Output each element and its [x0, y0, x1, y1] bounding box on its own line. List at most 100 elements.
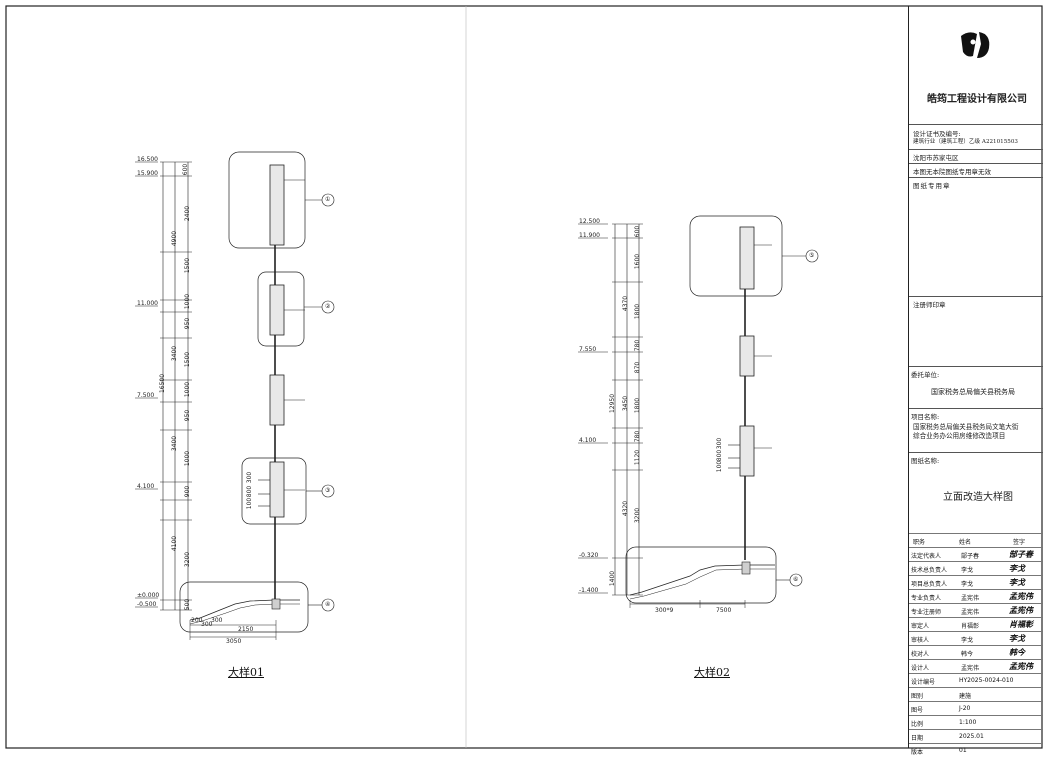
project-line-1: 国家税务总局偏关县税务局文笔大街 — [913, 423, 1019, 431]
signoff-name: 孟宪伟 — [961, 595, 980, 602]
elev-11000: 11.000 — [137, 300, 158, 307]
info-row: 图别建施 — [909, 687, 1043, 702]
company-logo — [961, 32, 990, 58]
r-sill-label-3: 100 — [716, 460, 724, 473]
signoff-signature: 韩今 — [1009, 647, 1025, 657]
info-label: 图号 — [911, 707, 924, 714]
drawing-label: 图纸名称: — [911, 457, 940, 465]
tb-divider-7 — [909, 408, 1043, 409]
tb-divider-5 — [909, 296, 1043, 297]
sill-label-2: 800 — [246, 485, 254, 498]
signoff-signature: 孟宪伟 — [1009, 605, 1033, 615]
r-dim-inner-8: 1120 — [634, 449, 642, 466]
signoff-row: 专业注册师孟宪伟孟宪伟 — [909, 603, 1043, 618]
callout-3: ③ — [325, 487, 331, 494]
signoff-row: 专业负责人孟宪伟孟宪伟 — [909, 589, 1043, 604]
r-dim-inner-3: 1800 — [634, 303, 642, 320]
r-dim-inner-9: 3200 — [634, 507, 642, 524]
signoff-row: 法定代表人郜子春郜子春 — [909, 547, 1043, 562]
elev-7500: 7.500 — [137, 392, 155, 399]
dim-inner-6: 1500 — [184, 351, 192, 368]
elev-16500: 16.500 — [137, 156, 158, 163]
signoff-row: 校对人 韩今 韩今 — [909, 645, 1043, 660]
title-block: 皓筠工程设计有限公司 设计证书及编号: 建筑行业（建筑工程）乙级 A221015… — [908, 6, 1043, 756]
info-value: 建施 — [959, 693, 972, 700]
signoff-name: 孟宪伟 — [961, 665, 980, 672]
cert-value: 建筑行业（建筑工程）乙级 A221015503 — [913, 139, 1018, 145]
r-elev-12500: 12.500 — [579, 218, 600, 225]
elev-minus-500: -0.500 — [137, 601, 157, 608]
dim-mid-3: 3400 — [171, 435, 179, 452]
tb-divider-1 — [909, 124, 1043, 125]
signoff-signature: 李戈 — [1009, 633, 1025, 643]
signoff-name: 孟宪伟 — [961, 609, 980, 616]
sill-label-3: 100 — [246, 497, 254, 510]
info-row: 设计编号 HY2025-0024-010 — [909, 673, 1043, 688]
signoff-name: 韩今 — [961, 651, 974, 658]
invalid-note: 本图无本院图纸专用章无效 — [913, 168, 991, 176]
r-dim-inner-4: 780 — [634, 339, 642, 352]
elev-4100: 4.100 — [137, 483, 155, 490]
r-dim-inner-5: 870 — [634, 361, 642, 374]
detail-02-title: 大样02 — [694, 666, 730, 679]
dim-inner-11: 3200 — [184, 551, 192, 568]
signoff-name: 李戈 — [961, 637, 974, 644]
info-row: 图号 J-20 — [909, 701, 1043, 716]
r-dim-inner-1: 600 — [634, 225, 642, 238]
signoff-row: 审定人肖福彰肖福彰 — [909, 617, 1043, 632]
signoff-role: 校对人 — [911, 651, 930, 658]
signoff-signature: 李戈 — [1009, 577, 1025, 587]
dim-mid-2: 3400 — [171, 345, 179, 362]
signoff-signature: 孟宪伟 — [1009, 591, 1033, 601]
dim-inner-9: 1000 — [184, 450, 192, 467]
signoff-role: 审核人 — [911, 637, 930, 644]
info-label: 版本 — [911, 749, 924, 756]
callout-4: ④ — [325, 601, 331, 608]
detail-02-drawing — [578, 215, 819, 608]
info-label: 设计编号 — [911, 679, 936, 686]
r-elev-11900: 11.900 — [579, 232, 600, 239]
r-dim-inner-6: 1800 — [634, 397, 642, 414]
signoff-header-cell: 签字 — [1013, 539, 1026, 546]
signoff-role: 审定人 — [911, 623, 930, 630]
bottom-dim-5: 3050 — [226, 638, 242, 645]
location: 沈阳市苏家屯区 — [913, 154, 959, 162]
r-dim-outer-1: 12950 — [609, 393, 617, 414]
dim-inner-2: 2400 — [184, 205, 192, 222]
registered-seal-label: 注册师印章 — [913, 301, 946, 309]
elev-0: ±0.000 — [137, 592, 160, 599]
callout-1: ① — [325, 196, 331, 203]
bottom-dim-3: 300 — [211, 617, 223, 624]
dim-inner-5: 950 — [184, 317, 192, 330]
dim-inner-3: 1500 — [184, 257, 192, 274]
r-elev-7550: 7.550 — [579, 346, 597, 353]
drawing-seal-label: 图纸专用章 — [913, 182, 951, 190]
info-value: HY2025-0024-010 — [959, 677, 1014, 684]
elev-15900: 15.900 — [137, 170, 158, 177]
r-dim-inner-2: 1600 — [634, 253, 642, 270]
detail-01-drawing — [135, 151, 335, 640]
tb-divider-3 — [909, 163, 1043, 164]
signoff-signature: 肖福彰 — [1009, 619, 1033, 629]
signoff-role: 项目总负责人 — [911, 581, 948, 588]
signoff-row: 设计人孟宪伟孟宪伟 — [909, 659, 1043, 674]
dim-inner-10: 900 — [184, 485, 192, 498]
bottom-dim-4: 2150 — [238, 626, 254, 633]
r-elev-minus-1400: -1.400 — [579, 587, 599, 594]
signoff-row: 技术总负责人李戈李戈 — [909, 561, 1043, 576]
drawing-name: 立面改造大样图 — [943, 492, 1013, 503]
r-sill-label-1: 300 — [716, 437, 724, 450]
dim-inner-8: 950 — [184, 409, 192, 422]
r-dim-outer-2: 1400 — [609, 570, 617, 587]
dim-total: 16500 — [159, 373, 167, 394]
bottom-dim-1: 200 — [191, 617, 203, 624]
signoff-name: 李戈 — [961, 581, 974, 588]
info-value: J-20 — [959, 705, 971, 712]
dim-inner-4: 1000 — [184, 293, 192, 310]
detail-01-title: 大样01 — [228, 666, 264, 679]
callout-6: ⑥ — [793, 576, 799, 583]
info-value: 2025.01 — [959, 733, 984, 740]
dim-inner-1: 600 — [182, 163, 190, 176]
